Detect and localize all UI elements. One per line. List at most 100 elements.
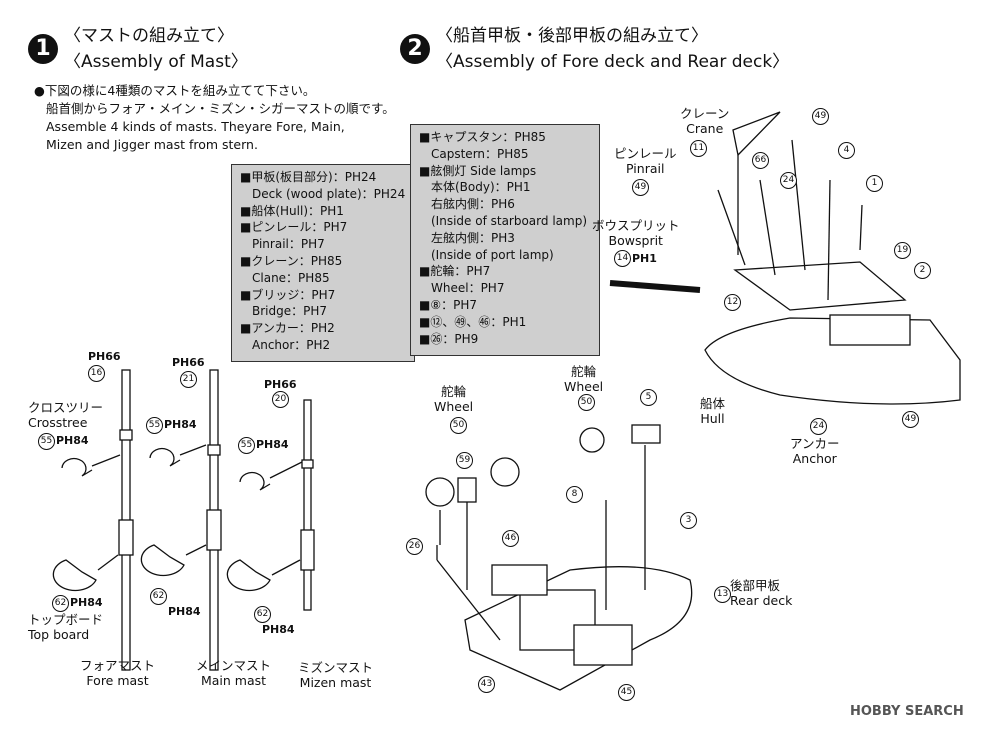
legend-row: ■㉖：PH9: [419, 331, 479, 346]
legend-row: ■ピンレール：PH7: [240, 220, 348, 235]
legend-row: ■舵輪：PH7: [419, 264, 491, 279]
part-8: 8: [566, 486, 583, 503]
intro-line: Assemble 4 kinds of masts. Theyare Fore,…: [46, 119, 345, 134]
legend-row: ■舷側灯 Side lamps: [419, 163, 537, 178]
wheel-label-en: Wheel: [564, 379, 604, 394]
top-board-color-code: PH84: [168, 605, 201, 618]
step-2-title-ja: 〈船首甲板・後部甲板の組み立て〉: [436, 26, 708, 46]
top-board-color-code: PH84: [262, 623, 295, 636]
hull-label-en: Hull: [700, 411, 725, 426]
bowsprit-label-ja: ボウスプリット: [592, 218, 680, 233]
part-50: 50: [450, 417, 467, 434]
legend-row: ■⑧：PH7: [419, 297, 477, 312]
crane-label-en: Crane: [686, 121, 724, 136]
anchor-label-en: Anchor: [792, 451, 837, 466]
step-2-title-en: 〈Assembly of Fore deck and Rear deck〉: [436, 52, 790, 72]
hull-label: 船体 Hull: [700, 396, 725, 426]
fore-mast-label: フォアマスト Fore mast: [80, 658, 155, 688]
bowsprit-color-code: PH1: [632, 252, 657, 265]
anchor-label-ja: アンカー: [790, 436, 840, 451]
top-board-label: トップボード Top board: [28, 612, 103, 642]
mizen-mast-label-ja: ミズンマスト: [298, 660, 374, 675]
legend-row: ■船体(Hull)：PH1: [240, 203, 344, 218]
part-45: 45: [618, 684, 635, 701]
watermark: HOBBY SEARCH: [850, 704, 964, 719]
hull-label-ja: 船体: [700, 396, 726, 411]
part-59: 59: [456, 452, 473, 469]
crosstree-label: クロスツリー Crosstree: [28, 400, 103, 430]
crosstree-label-en: Crosstree: [28, 415, 88, 430]
rear-deck-label: 後部甲板 Rear deck: [730, 578, 792, 608]
rear-deck-label-ja: 後部甲板: [730, 578, 781, 593]
legend-row: ■ブリッジ：PH7: [240, 287, 336, 302]
legend-row: 左舷内側：PH3: [419, 230, 515, 245]
main-mast-label-ja: メインマスト: [196, 658, 272, 673]
legend-row: (Inside of port lamp): [419, 247, 554, 262]
crosstree-label-ja: クロスツリー: [28, 400, 104, 415]
rear-deck-label-en: Rear deck: [730, 593, 793, 608]
mizen-mast-color-code: PH66: [264, 378, 297, 391]
pinrail-label: ピンレール Pinrail: [614, 146, 677, 176]
wheel-label-ja: 舵輪: [441, 384, 467, 399]
crane-label: クレーン Crane: [680, 106, 729, 136]
top-board-label-en: Top board: [28, 627, 90, 642]
step-2-badge: 2: [400, 34, 430, 64]
part-14: 14: [614, 250, 631, 267]
step-1-badge: 1: [28, 34, 58, 64]
part-66: 66: [752, 152, 769, 169]
crosstree-color-code: PH84: [56, 434, 89, 447]
wheel-label: 舵輪 Wheel: [564, 364, 603, 394]
part-2: 2: [914, 262, 931, 279]
intro-line: 船首側からフォア・メイン・ミズン・シガーマストの順です。: [46, 101, 395, 116]
legend-row: Deck (wood plate)：PH24: [240, 186, 406, 201]
main-mast-color-code: PH66: [172, 356, 205, 369]
part-62: 62: [254, 606, 271, 623]
pinrail-label-ja: ピンレール: [614, 146, 677, 161]
part-43: 43: [478, 676, 495, 693]
crosstree-color-code: PH84: [256, 438, 289, 451]
part-5: 5: [640, 389, 657, 406]
color-legend-deck: ■甲板(板目部分)：PH24 Deck (wood plate)：PH24 ■船…: [231, 164, 415, 362]
legend-row: Wheel：PH7: [419, 281, 505, 296]
mizen-mast-label-en: Mizen mast: [299, 675, 372, 690]
wheel-label-en: Wheel: [434, 399, 474, 414]
fore-mast-label-ja: フォアマスト: [80, 658, 156, 673]
top-board-label-ja: トップボード: [28, 612, 104, 627]
part-46: 46: [502, 530, 519, 547]
bowsprit-label: ボウスプリット Bowsprit: [592, 218, 680, 248]
part-3: 3: [680, 512, 697, 529]
mizen-mast-label: ミズンマスト Mizen mast: [298, 660, 373, 690]
main-mast-label: メインマスト Main mast: [196, 658, 271, 688]
step-1-title-en: 〈Assembly of Mast〉: [64, 52, 248, 72]
legend-row: ■甲板(板目部分)：PH24: [240, 170, 377, 184]
part-21: 21: [180, 371, 197, 388]
step-1-title-ja: 〈マストの組み立て〉: [64, 26, 234, 46]
legend-row: Capstern：PH85: [419, 146, 529, 161]
legend-row: Clane：PH85: [240, 270, 330, 285]
legend-row: 本体(Body)：PH1: [419, 180, 531, 195]
legend-row: Pinrail：PH7: [240, 237, 325, 252]
legend-row: ■クレーン：PH85: [240, 253, 343, 268]
crane-label-ja: クレーン: [680, 106, 730, 121]
bowsprit-label-en: Bowsprit: [608, 233, 663, 248]
step-1-intro: ●下図の様に4種類のマストを組み立てて下さい。 船首側からフォア・メイン・ミズン…: [34, 82, 395, 154]
legend-row: Bridge：PH7: [240, 304, 328, 319]
part-20: 20: [272, 391, 289, 408]
top-board-color-code: PH84: [70, 596, 103, 609]
fore-mast-color-code: PH66: [88, 350, 121, 363]
legend-row: ■アンカー：PH2: [240, 321, 335, 336]
part-12: 12: [724, 294, 741, 311]
part-24: 24: [780, 172, 797, 189]
pinrail-label-en: Pinrail: [626, 161, 665, 176]
legend-row: 右舷内側：PH6: [419, 197, 515, 212]
part-55: 55: [38, 433, 55, 450]
legend-row: ■キャプスタン：PH85: [419, 130, 546, 144]
part-16: 16: [88, 365, 105, 382]
part-24: 24: [810, 418, 827, 435]
part-26: 26: [406, 538, 423, 555]
part-62: 62: [52, 595, 69, 612]
part-50: 50: [578, 394, 595, 411]
legend-row: Anchor：PH2: [240, 337, 331, 352]
part-49: 49: [812, 108, 829, 125]
wheel-label-ja: 舵輪: [571, 364, 597, 379]
